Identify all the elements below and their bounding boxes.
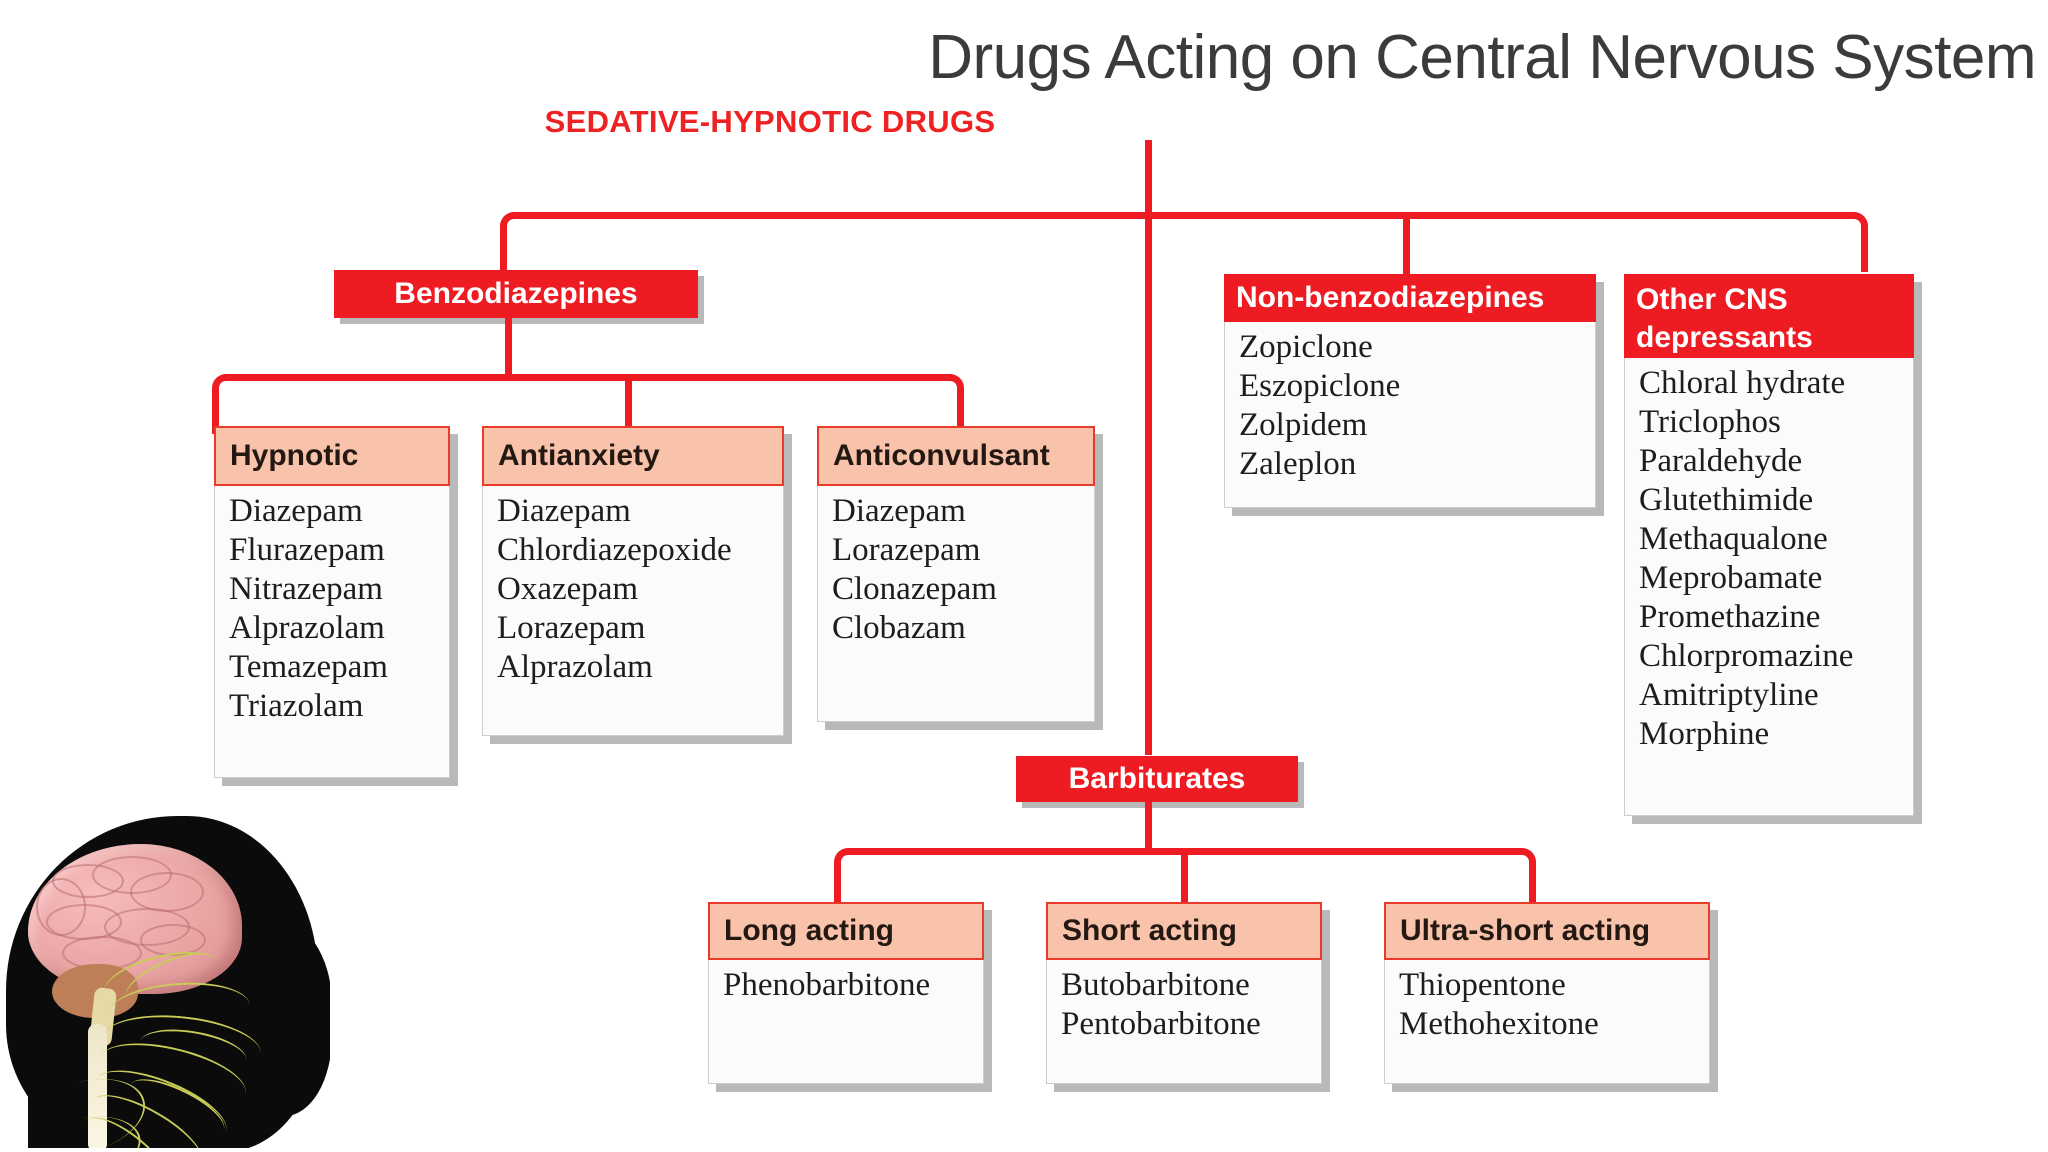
spinal-cord-shape [88,1024,107,1152]
connector-benzo-bus [212,374,964,434]
list-item: Chloral hydrate [1639,365,1846,401]
brain-gyrus-line [140,924,206,956]
connector-barb-drop-short [1181,851,1188,906]
node-benzodiazepines[interactable]: Benzodiazepines [334,270,698,318]
list-item: Clonazepam [832,570,997,607]
non-benzodiazepines-list: Zopiclone Eszopiclone Zolpidem Zaleplon [1224,322,1596,508]
other-cns-depressants-header: Other CNS depressants [1624,274,1914,358]
node-other-cns-depressants[interactable]: Other CNS depressants Chloral hydrate Tr… [1624,274,1914,816]
list-item: Pentobarbitone [1061,1005,1261,1042]
other-cns-depressants-list: Chloral hydrate Triclophos Paraldehyde G… [1624,358,1914,816]
short-acting-header: Short acting [1046,902,1322,960]
head-neck-shape [28,1034,238,1152]
connector-barb-stem [1145,802,1152,852]
list-item: Eszopiclone [1239,367,1401,404]
long-acting-list: Phenobarbitone [708,960,984,1084]
list-item: Methaqualone [1639,520,1828,557]
list-item: Oxazepam [497,570,639,607]
head-brain-nervous-system-image [0,812,330,1152]
connector-drop-nonbenzo [1403,215,1410,275]
bottom-edge [0,1148,2048,1152]
brain-gyrus-line [36,878,86,936]
node-anticonvulsant[interactable]: Anticonvulsant Diazepam Lorazepam Clonaz… [817,426,1095,722]
list-item: Promethazine [1639,598,1821,635]
list-item: Triclophos [1639,403,1781,440]
node-barbiturates[interactable]: Barbiturates [1016,756,1298,802]
page-title: Drugs Acting on Central Nervous System [928,23,2036,92]
list-item: Temazepam [229,648,388,685]
hypnotic-list: Diazepam Flurazepam Nitrazepam Alprazola… [214,486,450,778]
connector-level1-bus [500,212,1868,272]
node-antianxiety[interactable]: Antianxiety Diazepam Chlordiazepoxide Ox… [482,426,784,736]
diagram-subtitle: SEDATIVE-HYPNOTIC DRUGS [544,104,996,139]
benzodiazepines-header: Benzodiazepines [334,270,698,318]
node-non-benzodiazepines[interactable]: Non-benzodiazepines Zopiclone Eszopiclon… [1224,274,1596,508]
list-item: Morphine [1639,715,1770,752]
list-item: Phenobarbitone [723,967,931,1003]
node-short-acting[interactable]: Short acting Butobarbitone Pentobarbiton… [1046,902,1322,1084]
node-long-acting[interactable]: Long acting Phenobarbitone [708,902,984,1084]
list-item: Paraldehyde [1639,442,1803,479]
list-item: Meprobamate [1639,559,1823,596]
antianxiety-list: Diazepam Chlordiazepoxide Oxazepam Loraz… [482,486,784,736]
barbiturates-header: Barbiturates [1016,756,1298,802]
list-item: Amitriptyline [1639,676,1819,713]
connector-drop-barbiturates [1145,215,1152,755]
ultra-short-acting-list: Thiopentone Methohexitone [1384,960,1710,1084]
ultra-short-acting-header: Ultra-short acting [1384,902,1710,960]
list-item: Lorazepam [832,531,981,568]
brain-gyrus-line [130,872,204,912]
list-item: Chlordiazepoxide [497,531,732,568]
long-acting-header: Long acting [708,902,984,960]
non-benzodiazepines-header: Non-benzodiazepines [1224,274,1596,322]
list-item: Diazepam [832,493,966,529]
list-item: Chlorpromazine [1639,637,1854,674]
node-hypnotic[interactable]: Hypnotic Diazepam Flurazepam Nitrazepam … [214,426,450,778]
anticonvulsant-list: Diazepam Lorazepam Clonazepam Clobazam [817,486,1095,722]
list-item: Clobazam [832,609,966,646]
list-item: Zolpidem [1239,406,1368,443]
hypnotic-header: Hypnotic [214,426,450,486]
list-item: Flurazepam [229,531,385,568]
connector-benzo-stem [505,318,512,378]
list-item: Nitrazepam [229,570,383,607]
short-acting-list: Butobarbitone Pentobarbitone [1046,960,1322,1084]
list-item: Zopiclone [1239,329,1373,365]
list-item: Thiopentone [1399,967,1566,1003]
connector-root-stem [1145,140,1152,215]
list-item: Methohexitone [1399,1005,1599,1042]
list-item: Triazolam [229,687,364,724]
list-item: Diazepam [229,493,363,529]
list-item: Zaleplon [1239,445,1357,482]
connector-benzo-drop-antianxiety [625,377,632,434]
list-item: Alprazolam [497,648,653,685]
antianxiety-header: Antianxiety [482,426,784,486]
list-item: Lorazepam [497,609,646,646]
peripheral-nerve-network [17,941,290,1152]
list-item: Glutethimide [1639,481,1814,518]
list-item: Butobarbitone [1061,967,1250,1003]
node-ultra-short-acting[interactable]: Ultra-short acting Thiopentone Methohexi… [1384,902,1710,1084]
anticonvulsant-header: Anticonvulsant [817,426,1095,486]
list-item: Alprazolam [229,609,385,646]
list-item: Diazepam [497,493,631,529]
